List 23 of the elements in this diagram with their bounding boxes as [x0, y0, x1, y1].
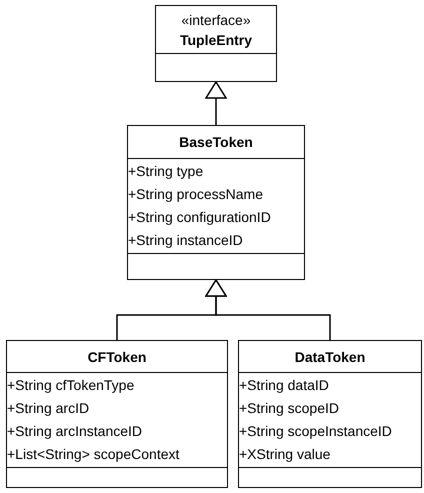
attribute-text: +String processName	[128, 185, 264, 204]
generalization-arrow	[205, 279, 331, 340]
class-box	[127, 125, 305, 280]
class-box	[238, 340, 422, 488]
attribute-text: +String arcInstanceID	[7, 422, 142, 441]
attribute-text: +String scopeInstanceID	[239, 422, 392, 441]
class-name: TupleEntry	[180, 30, 252, 50]
class-name: CFToken	[88, 348, 146, 366]
class-name: DataToken	[294, 348, 366, 366]
attribute-text: +String configurationID	[128, 208, 271, 227]
class-name: BaseToken	[179, 133, 253, 152]
attribute-text: +String instanceID	[128, 231, 243, 250]
generalization-arrow	[205, 81, 227, 125]
attribute-text: +String dataID	[239, 376, 329, 395]
attribute-text: +String type	[128, 162, 204, 181]
class-box	[6, 340, 228, 488]
attribute-text: +String scopeID	[239, 399, 339, 418]
attribute-text: +XString value	[239, 445, 330, 464]
attribute-text: +String cfTokenType	[7, 376, 134, 395]
attribute-text: +List<String> scopeContext	[7, 445, 180, 464]
class-box	[155, 5, 277, 82]
attribute-text: +String arcID	[7, 399, 90, 418]
stereotype-label: «interface»	[181, 10, 251, 30]
